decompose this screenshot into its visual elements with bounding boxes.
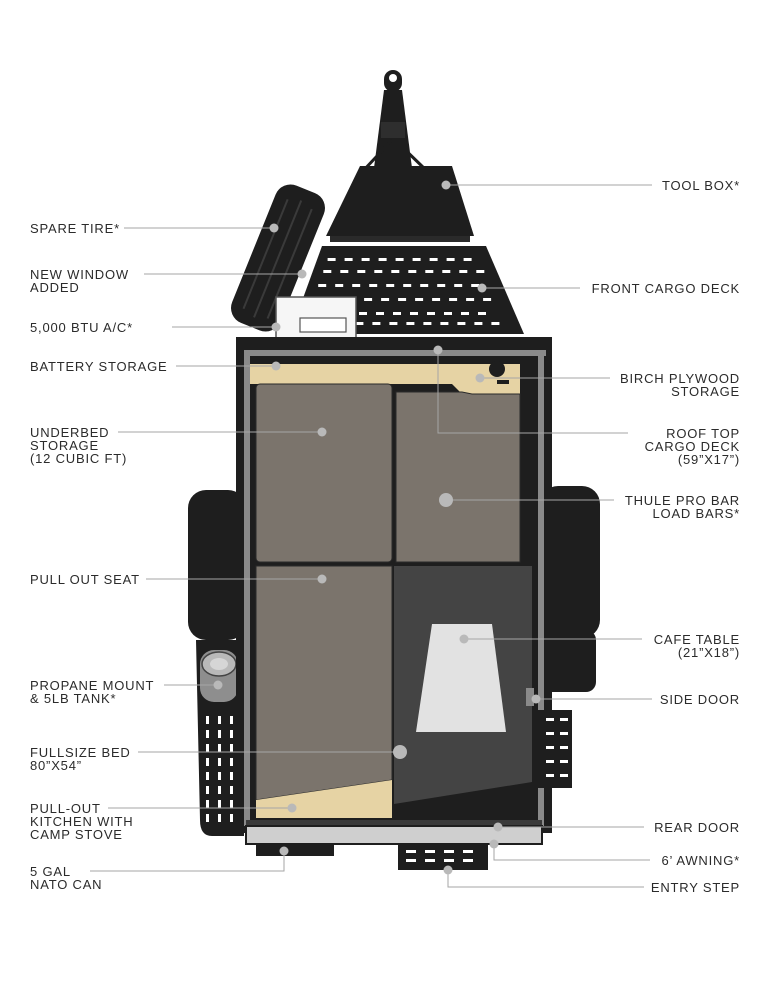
callout-line: STORAGE [671, 384, 740, 399]
leader-dot-awning [489, 839, 499, 849]
callout-line: REAR DOOR [654, 820, 740, 835]
callout-line: STORAGE [30, 438, 99, 453]
leader-dot-side-door [531, 694, 541, 704]
tool-box [326, 166, 474, 236]
callout-side-door: SIDE DOOR [660, 693, 740, 706]
left-fender [188, 490, 246, 640]
cafe-table [416, 624, 506, 732]
callout-line: 5 GAL [30, 864, 71, 879]
leader-dot-thule-load-bars [439, 493, 453, 507]
leader-dot-rear-door [493, 822, 503, 832]
leader-dot-front-cargo-deck [477, 283, 487, 293]
rear-door [246, 820, 542, 826]
leader-dot-roof-top-cargo-deck [433, 345, 443, 355]
callout-line: SPARE TIRE* [30, 221, 120, 236]
pull-out-seat-cushion [255, 565, 393, 801]
leader-dot-entry-step [443, 865, 453, 875]
leader-nato-can [90, 851, 285, 872]
callout-tool-box: TOOL BOX* [662, 179, 740, 192]
callout-line: NEW WINDOW [30, 267, 129, 282]
callout-entry-step: ENTRY STEP [651, 881, 740, 894]
callout-line: ADDED [30, 280, 80, 295]
callout-line: UNDERBED [30, 425, 110, 440]
callout-line: PROPANE MOUNT [30, 678, 155, 693]
callout-line: THULE PRO BAR [624, 493, 740, 508]
callout-line: CARGO DECK [644, 439, 740, 454]
birch-plywood [250, 364, 520, 394]
callout-line: KITCHEN WITH [30, 814, 134, 829]
thule-cushion [395, 391, 521, 563]
leader-roof-top-cargo-deck [437, 350, 628, 434]
leader-lines [90, 180, 652, 888]
nato-can [256, 844, 334, 856]
leader-dot-nato-can [279, 846, 289, 856]
callout-line: CAFE TABLE [653, 632, 740, 647]
trailer-tongue [360, 70, 430, 174]
underbed-cushion [255, 383, 393, 563]
callout-line: FULLSIZE BED [30, 745, 131, 760]
propane-tank [200, 650, 238, 702]
callout-line: SIDE DOOR [659, 692, 740, 707]
callout-line: 80”X54” [30, 758, 82, 773]
leader-dot-propane-mount [213, 680, 223, 690]
callout-pull-out-seat: PULL OUT SEAT [30, 573, 140, 586]
leader-entry-step [447, 870, 644, 888]
right-fender [540, 486, 600, 638]
leader-dot-battery-storage [271, 361, 281, 371]
callout-line: 6’ AWNING* [661, 853, 740, 868]
leader-dot-birch-plywood [475, 373, 485, 383]
callout-line: ENTRY STEP [650, 880, 740, 895]
callout-ac-unit: 5,000 BTU A/C* [30, 321, 133, 334]
callout-line: NATO CAN [30, 877, 103, 892]
callout-cafe-table: CAFE TABLE(21”X18”) [654, 633, 740, 659]
callout-line: FRONT CARGO DECK [591, 281, 740, 296]
callout-line: BATTERY STORAGE [30, 359, 168, 374]
leader-dot-tool-box [441, 180, 451, 190]
callout-line: PULL-OUT [30, 801, 101, 816]
callout-front-cargo-deck: FRONT CARGO DECK [592, 282, 740, 295]
leader-dot-cafe-table [459, 634, 469, 644]
leader-awning [493, 844, 650, 861]
leader-dot-pull-out-kitchen [287, 803, 297, 813]
callout-line: LOAD BARS* [652, 506, 740, 521]
leader-dot-underbed-storage [317, 427, 327, 437]
awning [245, 825, 543, 845]
callout-line: ROOF TOP [666, 426, 740, 441]
callout-propane-mount: PROPANE MOUNT& 5LB TANK* [30, 679, 154, 705]
entry-step [398, 844, 488, 870]
callout-line: (12 CUBIC FT) [30, 451, 128, 466]
leader-dot-ac-unit [271, 322, 281, 332]
callout-awning: 6’ AWNING* [661, 854, 740, 867]
trailer-top-view [188, 70, 600, 870]
callout-line: & 5LB TANK* [30, 691, 117, 706]
leader-dot-spare-tire [269, 223, 279, 233]
side-entry-rack [536, 710, 572, 788]
callout-line: (59”X17”) [677, 452, 740, 467]
callout-spare-tire: SPARE TIRE* [30, 222, 120, 235]
callout-line: PULL OUT SEAT [30, 572, 140, 587]
callout-rear-door: REAR DOOR [654, 821, 740, 834]
callout-line: TOOL BOX* [661, 178, 740, 193]
callout-line: CAMP STOVE [30, 827, 123, 842]
leader-dot-pull-out-seat [317, 574, 327, 584]
callout-line: (21”X18”) [677, 645, 740, 660]
leader-dot-new-window [297, 269, 307, 279]
callout-line: 5,000 BTU A/C* [30, 320, 133, 335]
callout-battery-storage: BATTERY STORAGE [30, 360, 167, 373]
leader-dot-fullsize-bed [393, 745, 407, 759]
spare-tire [231, 184, 325, 332]
callout-line: BIRCH PLYWOOD [620, 371, 740, 386]
